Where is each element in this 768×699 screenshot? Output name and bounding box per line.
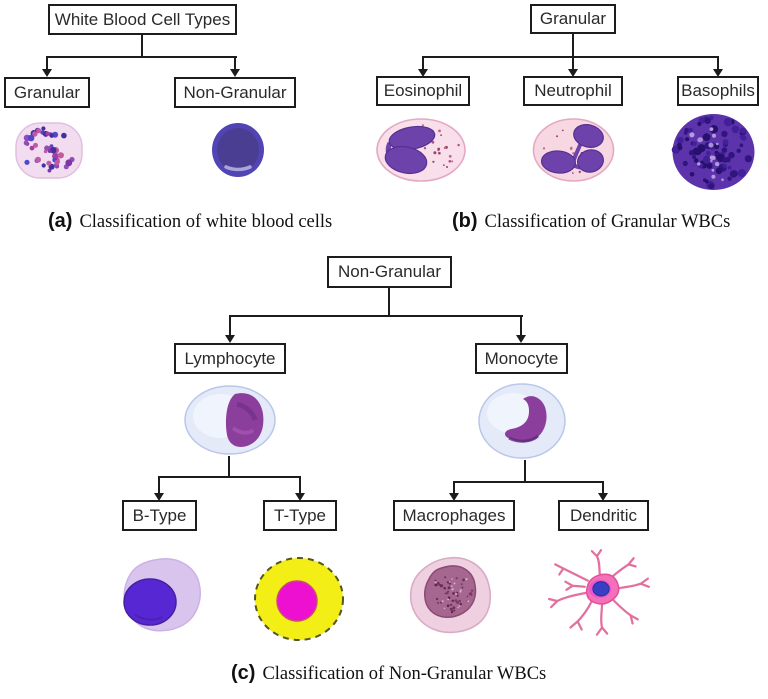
connector-line: [572, 34, 574, 56]
node-granular-a: Granular: [4, 77, 90, 108]
arrowhead-down-icon: [598, 493, 608, 501]
connector-line: [453, 481, 455, 493]
node-non-granular-a: Non-Granular: [174, 77, 296, 108]
eosinophil-cell-image: [375, 117, 467, 184]
arrowhead-down-icon: [713, 69, 723, 77]
caption-a: (a) Classification of white blood cells: [48, 210, 332, 233]
connector-line: [453, 481, 604, 483]
caption-c: (c) Classification of Non-Granular WBCs: [231, 662, 546, 685]
connector-line: [229, 315, 523, 317]
caption-a-text: Classification of white blood cells: [79, 212, 333, 232]
node-neutrophil: Neutrophil: [523, 76, 623, 106]
neutrophil-cell-image: [531, 117, 617, 183]
connector-line: [46, 56, 237, 58]
node-basophils: Basophils: [677, 76, 759, 106]
arrowhead-down-icon: [42, 69, 52, 77]
basophil-cell-image: [671, 112, 757, 192]
connector-line: [524, 460, 526, 482]
connector-line: [422, 56, 424, 69]
connector-line: [602, 481, 604, 493]
arrowhead-down-icon: [568, 69, 578, 77]
arrowhead-down-icon: [295, 493, 305, 501]
connector-line: [520, 315, 522, 335]
connector-line: [299, 476, 301, 493]
connector-line: [46, 56, 48, 69]
b-type-cell-image: [117, 555, 204, 636]
arrowhead-down-icon: [154, 493, 164, 501]
granular-cell-image: [13, 120, 86, 181]
arrowhead-down-icon: [225, 335, 235, 343]
node-non-granular-c: Non-Granular: [327, 256, 452, 288]
node-t-type: T-Type: [263, 500, 337, 531]
non-granular-cell-image: [211, 122, 265, 178]
node-macrophages: Macrophages: [393, 500, 515, 531]
connector-line: [717, 56, 719, 69]
lymphocyte-cell-image: [183, 384, 277, 456]
connector-line: [234, 56, 236, 69]
connector-line: [229, 315, 231, 335]
connector-line: [422, 56, 719, 58]
caption-a-tag: (a): [48, 210, 73, 232]
caption-c-tag: (c): [231, 662, 256, 684]
monocyte-cell-image: [477, 383, 567, 460]
arrowhead-down-icon: [449, 493, 459, 501]
connector-line: [141, 35, 143, 56]
connector-line: [158, 476, 160, 493]
arrowhead-down-icon: [418, 69, 428, 77]
connector-line: [228, 456, 230, 477]
node-white-blood-cell-types: White Blood Cell Types: [48, 4, 237, 35]
arrowhead-down-icon: [516, 335, 526, 343]
t-type-cell-image: [253, 556, 346, 643]
node-monocyte: Monocyte: [475, 343, 568, 374]
connector-line: [572, 56, 574, 69]
caption-b-text: Classification of Granular WBCs: [484, 212, 731, 232]
caption-b-tag: (b): [452, 210, 478, 232]
arrowhead-down-icon: [230, 69, 240, 77]
connector-line: [158, 476, 301, 478]
node-eosinophil: Eosinophil: [376, 76, 470, 106]
node-dendritic: Dendritic: [558, 500, 649, 531]
caption-c-text: Classification of Non-Granular WBCs: [262, 664, 547, 684]
connector-line: [388, 288, 390, 316]
node-lymphocyte: Lymphocyte: [174, 343, 286, 374]
dendritic-cell-image: [543, 548, 655, 650]
macrophage-cell-image: [403, 555, 495, 636]
caption-b: (b) Classification of Granular WBCs: [452, 210, 730, 233]
node-b-type: B-Type: [122, 500, 197, 531]
node-granular-b: Granular: [530, 4, 616, 34]
